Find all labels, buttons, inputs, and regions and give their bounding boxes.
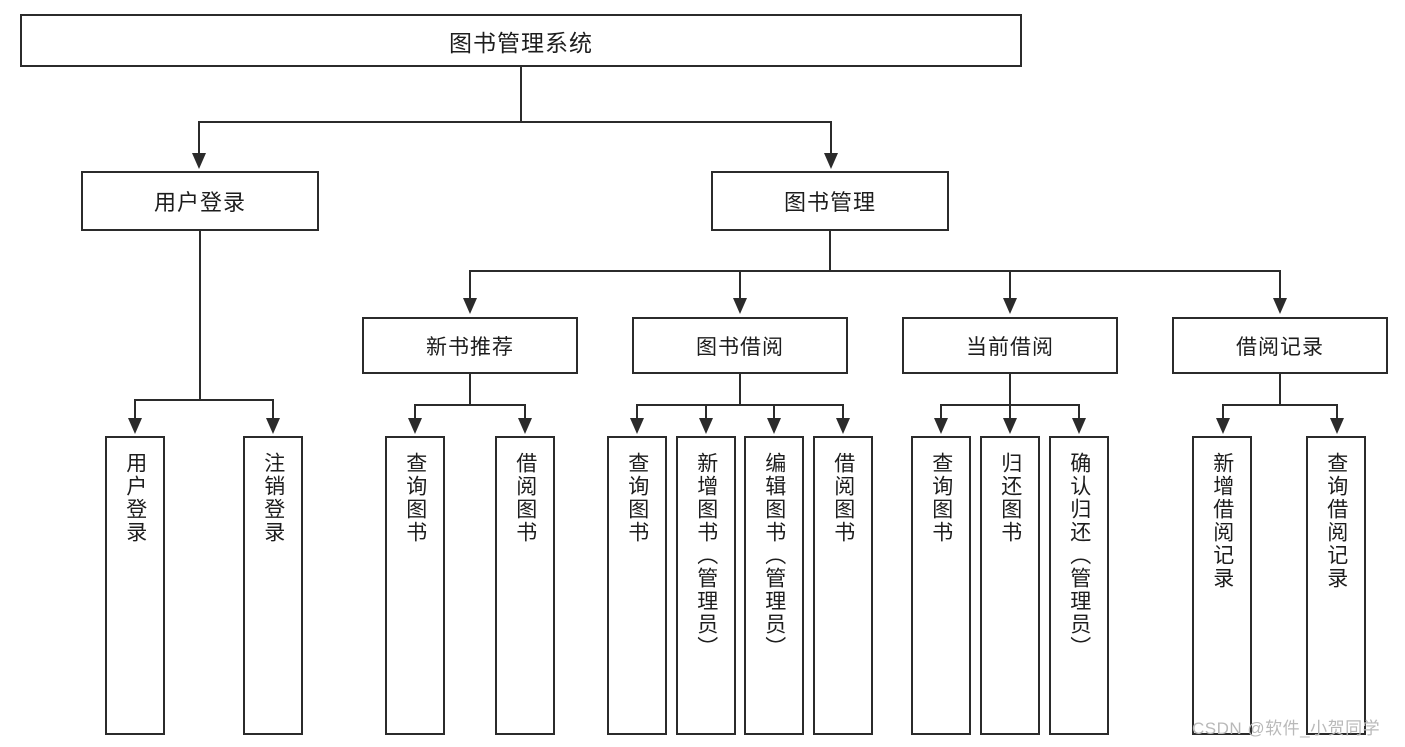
- arrowhead-level3-3: [1003, 298, 1017, 314]
- arrowhead-level3-2: [733, 298, 747, 314]
- connector-level3-bus: [469, 270, 1280, 272]
- node-label: 图书借阅: [696, 335, 784, 359]
- arrowhead-leaf-10: [1003, 418, 1017, 434]
- arrowhead-level3-4: [1273, 298, 1287, 314]
- leaf-label: 查询图书: [403, 452, 427, 544]
- connector-borrowing-drop-4: [842, 404, 844, 420]
- arrowhead-level2-1: [192, 153, 206, 169]
- arrowhead-leaf-9: [934, 418, 948, 434]
- leaf-query-borrow-record[interactable]: 查询借阅记录: [1306, 436, 1366, 735]
- leaf-return-books[interactable]: 归还图书: [980, 436, 1040, 735]
- node-root-book-management-system[interactable]: 图书管理系统: [20, 14, 1022, 67]
- csdn-watermark: CSDN @软件_小贺同学: [1192, 719, 1381, 738]
- connector-level2-bus: [198, 121, 832, 123]
- arrowhead-leaf-7: [767, 418, 781, 434]
- leaf-borrow-books-borrowing[interactable]: 借阅图书: [813, 436, 873, 735]
- connector-borrowing-drop-3: [773, 404, 775, 420]
- leaf-borrow-books-recommendation[interactable]: 借阅图书: [495, 436, 555, 735]
- node-book-borrowing[interactable]: 图书借阅: [632, 317, 848, 374]
- connector-records-drop-2: [1336, 404, 1338, 420]
- connector-recommendation-drop-2: [524, 404, 526, 420]
- connector-borrowing-drop-2: [705, 404, 707, 420]
- connector-records-bus: [1222, 404, 1337, 406]
- leaf-label: 编辑图书（管理员）: [762, 452, 786, 659]
- connector-root-stem: [520, 67, 522, 121]
- connector-records-drop-1: [1222, 404, 1224, 420]
- connector-records-stem: [1279, 374, 1281, 405]
- arrowhead-level2-2: [824, 153, 838, 169]
- leaf-confirm-return-admin[interactable]: 确认归还（管理员）: [1049, 436, 1109, 735]
- leaf-add-book-admin[interactable]: 新增图书（管理员）: [676, 436, 736, 735]
- connector-level2-drop-1: [198, 121, 200, 155]
- leaf-label: 借阅图书: [831, 452, 855, 544]
- leaf-query-books-borrowing[interactable]: 查询图书: [607, 436, 667, 735]
- connector-user-login-drop-2: [272, 399, 274, 420]
- arrowhead-leaf-12: [1216, 418, 1230, 434]
- connector-user-login-drop-1: [134, 399, 136, 420]
- arrowhead-leaf-4: [518, 418, 532, 434]
- connector-current-drop-1: [940, 404, 942, 420]
- leaf-label: 新增图书（管理员）: [694, 452, 718, 659]
- leaf-label: 借阅图书: [513, 452, 537, 544]
- connector-current-drop-3: [1078, 404, 1080, 420]
- leaf-label: 注销登录: [261, 452, 285, 544]
- node-current-borrowing[interactable]: 当前借阅: [902, 317, 1118, 374]
- node-label: 图书管理系统: [449, 29, 593, 56]
- arrowhead-leaf-6: [699, 418, 713, 434]
- node-borrow-records[interactable]: 借阅记录: [1172, 317, 1388, 374]
- leaf-add-borrow-record[interactable]: 新增借阅记录: [1192, 436, 1252, 735]
- leaf-label: 新增借阅记录: [1210, 452, 1234, 590]
- arrowhead-level3-1: [463, 298, 477, 314]
- node-label: 图书管理: [783, 190, 876, 215]
- node-book-management[interactable]: 图书管理: [711, 171, 949, 231]
- connector-current-drop-2: [1009, 404, 1011, 420]
- arrowhead-leaf-11: [1072, 418, 1086, 434]
- connector-user-login-stem: [199, 231, 201, 401]
- connector-borrowing-stem: [739, 374, 741, 405]
- leaf-query-books-current[interactable]: 查询图书: [911, 436, 971, 735]
- leaf-label: 查询图书: [625, 452, 649, 544]
- connector-level3-drop-1: [469, 270, 471, 300]
- node-user-login[interactable]: 用户登录: [81, 171, 319, 231]
- connector-recommendation-bus: [414, 404, 526, 406]
- node-label: 用户登录: [153, 190, 246, 215]
- node-label: 新书推荐: [426, 335, 514, 359]
- connector-borrowing-bus: [636, 404, 844, 406]
- connector-level3-drop-4: [1279, 270, 1281, 300]
- connector-level2-drop-2: [830, 121, 832, 155]
- connector-recommendation-stem: [469, 374, 471, 405]
- arrowhead-leaf-1: [128, 418, 142, 434]
- connector-current-stem: [1009, 374, 1011, 405]
- connector-recommendation-drop-1: [414, 404, 416, 420]
- leaf-user-login[interactable]: 用户登录: [105, 436, 165, 735]
- connector-borrowing-drop-1: [636, 404, 638, 420]
- connector-book-management-stem: [829, 231, 831, 271]
- leaf-logout[interactable]: 注销登录: [243, 436, 303, 735]
- leaf-label: 确认归还（管理员）: [1067, 452, 1091, 659]
- arrowhead-leaf-3: [408, 418, 422, 434]
- leaf-label: 归还图书: [998, 452, 1022, 544]
- connector-level3-drop-3: [1009, 270, 1011, 300]
- leaf-query-books-recommendation[interactable]: 查询图书: [385, 436, 445, 735]
- leaf-label: 查询借阅记录: [1324, 452, 1348, 590]
- arrowhead-leaf-2: [266, 418, 280, 434]
- leaf-label: 用户登录: [123, 452, 147, 544]
- leaf-edit-book-admin[interactable]: 编辑图书（管理员）: [744, 436, 804, 735]
- arrowhead-leaf-8: [836, 418, 850, 434]
- arrowhead-leaf-5: [630, 418, 644, 434]
- node-label: 借阅记录: [1236, 335, 1324, 359]
- node-new-book-recommendation[interactable]: 新书推荐: [362, 317, 578, 374]
- arrowhead-leaf-13: [1330, 418, 1344, 434]
- connector-level3-drop-2: [739, 270, 741, 300]
- node-label: 当前借阅: [966, 335, 1054, 359]
- connector-user-login-bus: [134, 399, 272, 401]
- leaf-label: 查询图书: [929, 452, 953, 544]
